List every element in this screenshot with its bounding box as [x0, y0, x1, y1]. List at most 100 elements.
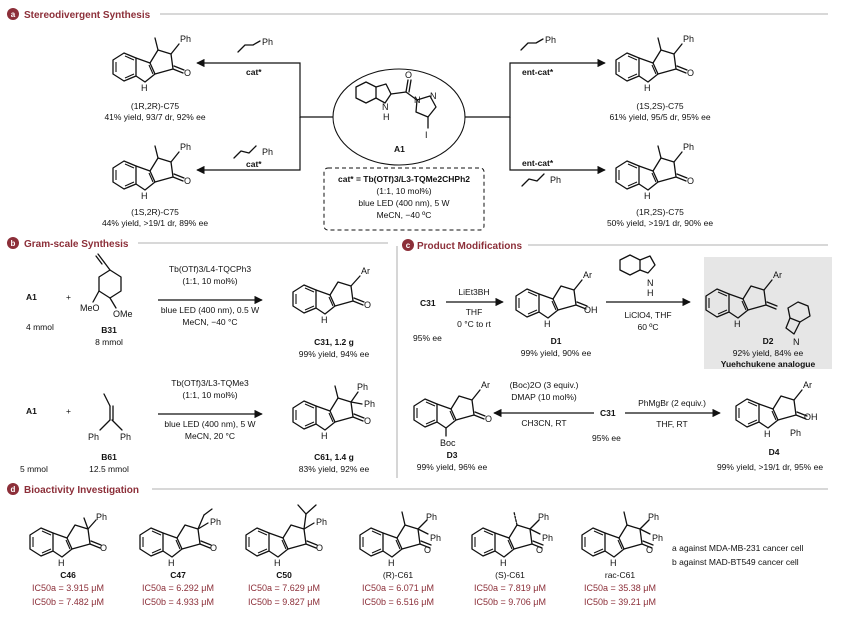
ph-tr: Ph [545, 35, 556, 45]
compound-r-c61: Ph Ph O H (R)-C61 IC50a = 6.071 μM IC50b… [359, 511, 441, 607]
svg-text:OH: OH [584, 305, 598, 315]
ph-tl: Ph [262, 37, 273, 47]
product-tl-name: (1R,2R)-C75 [131, 101, 179, 111]
svg-text:Ph: Ph [652, 533, 663, 543]
a1-label: A1 [394, 144, 405, 154]
svg-text:Ph: Ph [426, 512, 437, 522]
b-row2-a1: A1 [26, 406, 37, 416]
e-styrene-bl [233, 145, 257, 159]
svg-text:O: O [100, 543, 107, 553]
c-c31: C31 [420, 298, 436, 308]
s-c61-name: (S)-C61 [495, 570, 525, 580]
a1-n2: N [430, 91, 437, 101]
d2-result: 92% yield, 84% ee [733, 348, 804, 358]
arrow-label-br: ent-cat* [522, 158, 554, 168]
svg-text:(1:1, 10 mol%): (1:1, 10 mol%) [182, 276, 237, 286]
svg-text:H: H [321, 315, 328, 325]
svg-text:Ph: Ph [316, 517, 327, 527]
section-b-header: b Gram-scale Synthesis [7, 237, 388, 250]
arrow-label-tl: cat* [246, 67, 262, 77]
svg-text:(1:1, 10 mol%): (1:1, 10 mol%) [182, 390, 237, 400]
svg-text:Tb(OTf)3/L4-TQCPh3: Tb(OTf)3/L4-TQCPh3 [169, 264, 251, 274]
svg-text:Ph: Ph [88, 432, 99, 442]
c46-ic1: IC50a = 3.915 μM [32, 583, 104, 593]
compound-c50: Ph O H C50 IC50a = 7.629 μM IC50b = 9.82… [245, 504, 327, 607]
svg-text:O: O [424, 545, 431, 555]
ph-br: Ph [550, 175, 561, 185]
svg-text:Ph: Ph [790, 428, 801, 438]
svg-text:H: H [610, 558, 617, 568]
svg-text:O: O [184, 176, 191, 186]
svg-text:Ph: Ph [538, 512, 549, 522]
footnote-a: a against MDA-MB-231 cancer cell [672, 543, 803, 553]
svg-text:H: H [274, 558, 281, 568]
c47-name: C47 [170, 570, 186, 580]
ph-bl: Ph [262, 147, 273, 157]
a1-structure: O N N N H I [355, 70, 437, 140]
section-c-title: Product Modifications [417, 241, 522, 252]
c46-name: C46 [60, 570, 76, 580]
svg-text:N: N [647, 278, 654, 288]
svg-text:O: O [316, 543, 323, 553]
d3-result: 99% yield, 96% ee [417, 462, 488, 472]
svg-text:Ph: Ph [210, 517, 221, 527]
svg-text:O: O [687, 176, 694, 186]
svg-text:OMe: OMe [113, 309, 133, 319]
section-d-header: d Bioactivity Investigation [7, 483, 828, 496]
a1-n1: N [414, 95, 421, 105]
c-c31-b: C31 [600, 408, 616, 418]
section-d-title: Bioactivity Investigation [24, 485, 139, 496]
z-styrene-tr [520, 38, 544, 51]
compound-c46: Ph O H C46 IC50a = 3.915 μM IC50b = 7.48… [29, 512, 107, 607]
b-row1-product: C31, 1.2 g [314, 337, 354, 347]
indole-reagent: N H [619, 254, 656, 298]
c46-ic2: IC50b = 7.482 μM [32, 597, 104, 607]
svg-text:H: H [141, 83, 148, 93]
d3-structure: Ar O Boc [413, 380, 492, 448]
a1-h: H [383, 112, 390, 122]
c-c31-ee: 95% ee [413, 333, 442, 343]
svg-text:H: H [58, 558, 65, 568]
svg-text:Ar: Ar [773, 270, 782, 280]
svg-text:OH: OH [804, 412, 818, 422]
svg-text:O: O [184, 68, 191, 78]
b-row2-reagent-amount: 12.5 mmol [89, 464, 129, 474]
svg-text:O: O [485, 414, 492, 424]
svg-text:Ph: Ph [180, 142, 191, 152]
r-c61-name: (R)-C61 [383, 570, 413, 580]
svg-text:MeCN, 20 °C: MeCN, 20 °C [185, 431, 235, 441]
c47-ic1: IC50a = 6.292 μM [142, 583, 214, 593]
z-styrene-tl [237, 40, 261, 53]
arrow-label-tr: ent-cat* [522, 67, 554, 77]
d4-structure: Ar OH Ph H [735, 380, 818, 439]
d4-result: 99% yield, >19/1 dr, 95% ee [717, 462, 823, 472]
b-row1-a1-amount: 4 mmol [26, 322, 54, 332]
c50-ic2: IC50b = 9.827 μM [248, 597, 320, 607]
svg-text:N: N [793, 337, 800, 347]
product-br: Ph O H (1R,2S)-C75 50% yield, >19/1 dr, … [607, 142, 713, 228]
svg-text:THF, RT: THF, RT [656, 419, 687, 429]
svg-text:Ar: Ar [481, 380, 490, 390]
b-row2-product: C61, 1.4 g [314, 452, 354, 462]
svg-text:Ph: Ph [430, 533, 441, 543]
r-c61-ic1: IC50a = 6.071 μM [362, 583, 434, 593]
svg-text:H: H [647, 288, 654, 298]
product-tl: Ph O H (1R,2R)-C75 41% yield, 93/7 dr, 9… [104, 34, 205, 122]
svg-text:PhMgBr (2 equiv.): PhMgBr (2 equiv.) [638, 398, 706, 408]
c61-structure: Ph Ph O H [292, 382, 375, 441]
svg-text:Ph: Ph [364, 399, 375, 409]
svg-text:H: H [168, 558, 175, 568]
svg-text:H: H [500, 558, 507, 568]
svg-text:blue LED (400 nm), 5 W: blue LED (400 nm), 5 W [164, 419, 255, 429]
d2-name: D2 [763, 336, 774, 346]
svg-text:(Boc)2O (3 equiv.): (Boc)2O (3 equiv.) [510, 380, 579, 390]
svg-text:Ph: Ph [357, 382, 368, 392]
svg-text:H: H [764, 429, 771, 439]
svg-text:H: H [544, 319, 551, 329]
section-a-letter: a [11, 10, 16, 19]
d1-result: 99% yield, 90% ee [521, 348, 592, 358]
d1-name: D1 [551, 336, 562, 346]
product-bl-name: (1S,2R)-C75 [131, 207, 179, 217]
svg-text:CH3CN, RT: CH3CN, RT [521, 418, 566, 428]
